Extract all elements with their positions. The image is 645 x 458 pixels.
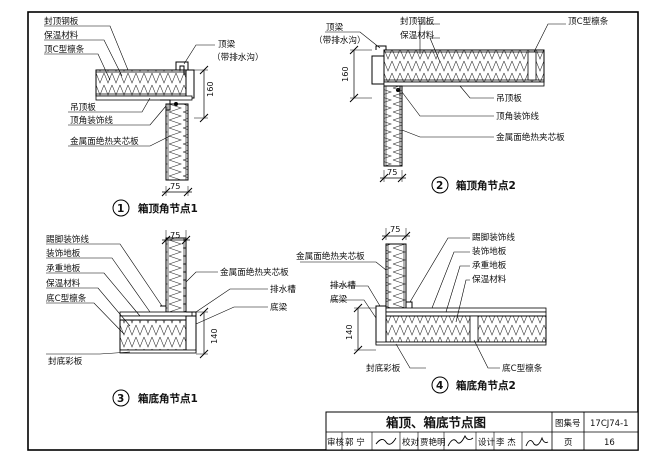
n3-height-dim: 140 xyxy=(209,328,219,344)
design-name: 李 杰 xyxy=(496,437,516,448)
drawing-title: 箱顶、箱底节点图 xyxy=(386,415,486,430)
n3-label-bottom-beam: 底梁 xyxy=(270,301,288,313)
check-signature xyxy=(447,434,474,447)
n1-label-roof-steel: 封顶钢板 xyxy=(44,15,79,27)
n3-label-deco-floor: 装饰地板 xyxy=(46,247,81,259)
detail-3-bottom-corner: 75 140 踢脚装饰线 装饰地板 承重地板 保温材料 底C型檩条 金属面绝热夹… xyxy=(46,230,296,407)
n1-label-panel: 金属面绝热夹芯板 xyxy=(70,135,139,147)
n2-label-purlin: 顶C型檩条 xyxy=(568,15,609,27)
n3-title: 箱底角节点1 xyxy=(138,392,198,405)
n4-number: 4 xyxy=(436,380,443,392)
n3-label-bearing-floor: 承重地板 xyxy=(46,262,81,274)
n2-width-dim: 75 xyxy=(387,167,397,177)
n1-title: 箱顶角节点1 xyxy=(138,202,198,215)
n2-label-insulation: 保温材料 xyxy=(400,29,435,41)
check-name: 贾艳明 xyxy=(420,437,446,448)
n2-label-beam: 顶梁 xyxy=(326,21,344,33)
n3-number-circle xyxy=(112,389,130,407)
detail-1-top-corner: 160 75 封顶钢板 保温材料 顶C型檩条 顶梁 （带排水沟） 吊顶板 顶角装… xyxy=(44,15,264,217)
n1-height-dim: 160 xyxy=(205,81,215,97)
n4-title: 箱底角节点2 xyxy=(456,379,516,392)
n4-label-deco-floor: 装饰地板 xyxy=(472,245,507,257)
review-label: 审核 xyxy=(327,437,345,448)
n4-label-purlin: 底C型檩条 xyxy=(502,362,543,374)
n3-width-dim: 75 xyxy=(170,230,180,240)
design-signature xyxy=(525,436,549,447)
n3-label-insulation: 保温材料 xyxy=(46,277,81,289)
n4-width-dim: 75 xyxy=(390,224,400,234)
n1-number-circle xyxy=(112,199,130,217)
n3-label-skirting: 踢脚装饰线 xyxy=(46,233,89,245)
n1-label-insulation: 保温材料 xyxy=(44,29,79,41)
n3-label-purlin: 底C型檩条 xyxy=(46,292,87,304)
page-number: 16 xyxy=(604,438,615,448)
n4-height-dim: 140 xyxy=(344,324,354,340)
n2-label-panel: 金属面绝热夹芯板 xyxy=(496,131,565,143)
n1-label-beam-note: （带排水沟） xyxy=(212,51,264,63)
n4-label-panel: 金属面绝热夹芯板 xyxy=(296,250,365,262)
atlas-number: 17CJ74-1 xyxy=(590,419,629,429)
n2-number-circle xyxy=(431,176,449,194)
n1-width-dim: 75 xyxy=(170,181,180,191)
n4-number-circle xyxy=(431,376,449,394)
n1-label-ceiling: 吊顶板 xyxy=(70,101,96,113)
review-name: 郭 宁 xyxy=(345,437,365,448)
n1-label-beam: 顶梁 xyxy=(218,38,236,50)
check-label: 校对 xyxy=(402,437,420,448)
n3-label-gutter: 排水槽 xyxy=(270,283,296,295)
n1-label-purlin: 顶C型檩条 xyxy=(44,43,85,55)
n3-label-panel: 金属面绝热夹芯板 xyxy=(220,266,289,278)
n2-label-trim: 顶角装饰线 xyxy=(496,110,539,122)
n4-label-bottom-beam: 底梁 xyxy=(330,293,348,305)
n2-height-dim: 160 xyxy=(340,66,350,82)
n3-number: 3 xyxy=(117,393,124,405)
detail-4-bottom-corner: 75 140 金属面绝热夹芯板 排水槽 底梁 踢脚装饰线 装饰地板 承重地板 保… xyxy=(296,224,547,394)
n1-label-trim: 顶角装饰线 xyxy=(70,114,113,126)
n1-number: 1 xyxy=(117,203,124,215)
n4-label-gutter: 排水槽 xyxy=(330,279,356,291)
title-block: 箱顶、箱底节点图 图集号 17CJ74-1 审核 郭 宁 校对 贾艳明 设计 李… xyxy=(325,411,639,451)
detail-2-top-corner: 160 75 顶梁 （带排水沟） 封顶钢板 保温材料 顶C型檩条 吊顶板 顶角装… xyxy=(314,15,609,194)
n2-title: 箱顶角节点2 xyxy=(456,179,516,192)
n2-label-beam-note: （带排水沟） xyxy=(314,34,366,46)
page-label: 页 xyxy=(564,438,573,448)
n4-label-bottom-plate: 封底彩板 xyxy=(366,362,401,374)
n3-label-bottom-plate: 封底彩板 xyxy=(48,355,83,367)
n2-label-roof-steel: 封顶钢板 xyxy=(400,15,435,27)
design-label: 设计 xyxy=(478,437,496,448)
n4-label-skirting: 踢脚装饰线 xyxy=(472,231,515,243)
n4-label-bearing-floor: 承重地板 xyxy=(472,259,507,271)
n2-number: 2 xyxy=(436,180,443,192)
n2-label-ceiling: 吊顶板 xyxy=(496,92,522,104)
atlas-number-label: 图集号 xyxy=(555,418,581,429)
n4-label-insulation: 保温材料 xyxy=(472,273,507,285)
review-signature xyxy=(375,437,397,445)
